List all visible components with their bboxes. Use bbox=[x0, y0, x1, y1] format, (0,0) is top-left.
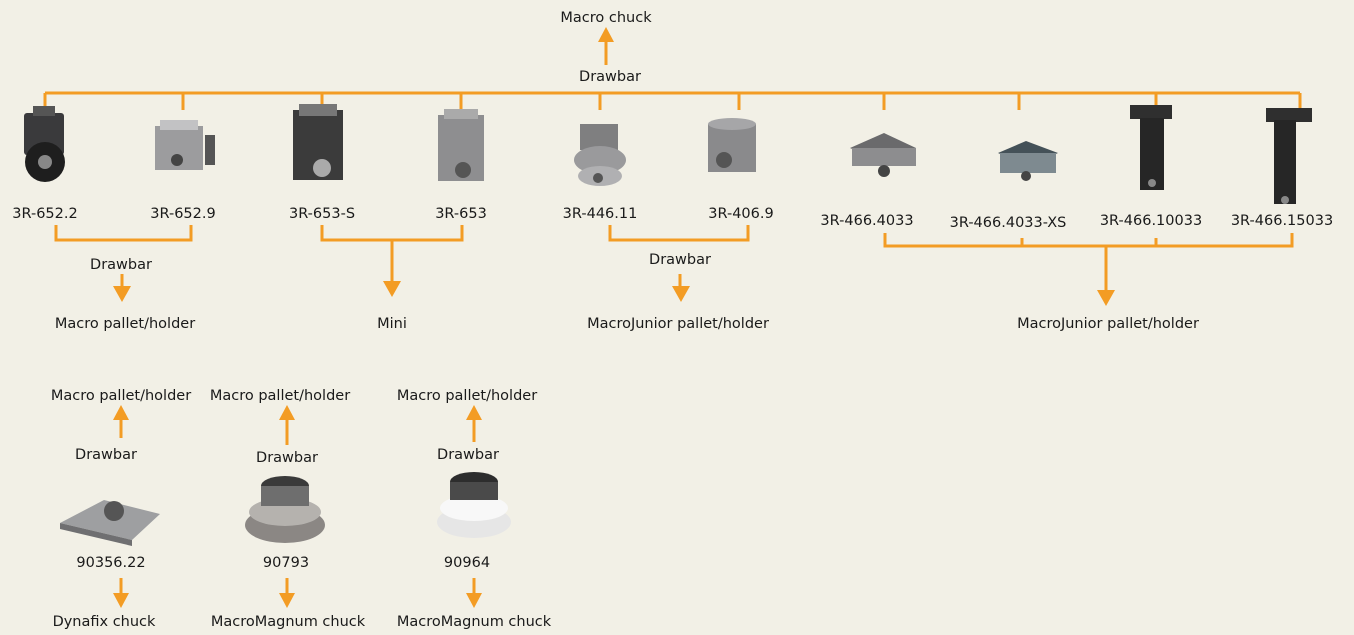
product-code: 3R-652.2 bbox=[12, 205, 77, 223]
product-code: 3R-652.9 bbox=[150, 205, 215, 223]
square-drawbar-rosette-icon bbox=[24, 106, 65, 182]
bottom-code-label: 90793 bbox=[263, 554, 309, 572]
group-target-label: MacroJunior pallet/holder bbox=[1017, 315, 1199, 333]
round-steel-drawbar-icon bbox=[245, 476, 325, 543]
dark-box-drawbar-icon bbox=[293, 104, 343, 180]
round-white-drawbar-icon bbox=[437, 472, 511, 538]
bottom-drawbar-label: Drawbar bbox=[75, 446, 137, 464]
flat-drawbar-icon bbox=[850, 133, 916, 177]
product-code: 3R-466.15033 bbox=[1231, 212, 1333, 230]
group-drawbar-label: Drawbar bbox=[90, 256, 152, 274]
extra-long-drawbar-icon bbox=[1266, 108, 1312, 204]
top-drawbar-label: Drawbar bbox=[579, 68, 641, 86]
bottom-target-label: MacroMagnum chuck bbox=[397, 613, 551, 631]
group-target-label: Mini bbox=[377, 315, 407, 333]
group-target-label: Macro pallet/holder bbox=[55, 315, 195, 333]
bottom-target-label: MacroMagnum chuck bbox=[211, 613, 365, 631]
bottom-target-label: Dynafix chuck bbox=[53, 613, 156, 631]
product-code: 3R-466.10033 bbox=[1100, 212, 1202, 230]
group-target-label: MacroJunior pallet/holder bbox=[587, 315, 769, 333]
macro-chuck-label: Macro chuck bbox=[560, 9, 651, 27]
product-code: 3R-446.11 bbox=[563, 205, 638, 223]
group-drawbar-label: Drawbar bbox=[649, 251, 711, 269]
bottom-top-label: Macro pallet/holder bbox=[397, 387, 537, 405]
product-code: 3R-653 bbox=[435, 205, 487, 223]
product-code: 3R-466.4033-XS bbox=[950, 214, 1067, 232]
bottom-top-label: Macro pallet/holder bbox=[51, 387, 191, 405]
flat-xs-drawbar-icon bbox=[998, 141, 1058, 181]
product-code: 3R-406.9 bbox=[708, 205, 773, 223]
long-drawbar-icon bbox=[1130, 105, 1172, 190]
square-cylinder-drawbar-icon bbox=[708, 118, 756, 172]
product-code: 3R-466.4033 bbox=[820, 212, 913, 230]
bottom-drawbar-label: Drawbar bbox=[437, 446, 499, 464]
box-drawbar-icon bbox=[438, 109, 484, 181]
cylinder-drawbar-icon bbox=[574, 124, 626, 186]
bottom-code-label: 90964 bbox=[444, 554, 490, 572]
bottom-drawbar-label: Drawbar bbox=[256, 449, 318, 467]
bottom-code-label: 90356.22 bbox=[76, 554, 145, 572]
product-code: 3R-653-S bbox=[289, 205, 355, 223]
square-drawbar-bolted-icon bbox=[155, 120, 215, 170]
bottom-top-label: Macro pallet/holder bbox=[210, 387, 350, 405]
plate-drawbar-icon bbox=[60, 500, 160, 546]
